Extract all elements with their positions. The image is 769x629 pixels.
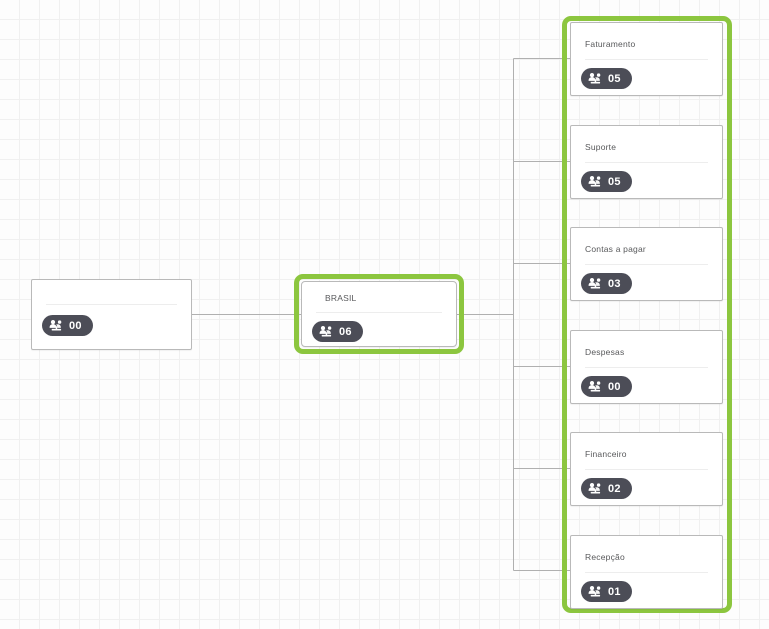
org-node-root-badge-row: 00 <box>32 305 191 337</box>
org-node-divider <box>585 469 708 470</box>
org-node-recepcao[interactable]: Recepção 01 <box>570 535 723 609</box>
member-count-badge[interactable]: 01 <box>581 581 632 602</box>
org-node-badge-row: 03 <box>571 265 722 295</box>
org-node-brasil-title: BRASIL <box>325 293 357 303</box>
member-count-value: 05 <box>608 72 621 85</box>
org-node-despesas[interactable]: Despesas 00 <box>570 330 723 404</box>
org-node-badge-row: 05 <box>571 163 722 193</box>
users-group-icon <box>588 380 603 393</box>
org-node-badge-row: 01 <box>571 573 722 603</box>
member-count-badge[interactable]: 00 <box>42 315 93 336</box>
member-count-value: 00 <box>608 380 621 393</box>
member-count-badge[interactable]: 02 <box>581 478 632 499</box>
org-node-brasil-divider <box>316 312 442 313</box>
member-count-value: 05 <box>608 175 621 188</box>
users-group-icon <box>319 325 334 338</box>
member-count-badge[interactable]: 05 <box>581 68 632 89</box>
member-count-badge[interactable]: 03 <box>581 273 632 294</box>
org-node-brasil[interactable]: BRASIL 06 <box>301 281 457 347</box>
member-count-badge[interactable]: 05 <box>581 171 632 192</box>
org-node-badge-row: 00 <box>571 368 722 398</box>
member-count-badge[interactable]: 06 <box>312 321 363 342</box>
org-node-suporte[interactable]: Suporte 05 <box>570 125 723 199</box>
org-node-title: Suporte <box>585 142 617 152</box>
org-node-brasil-badge-row: 06 <box>302 313 456 343</box>
member-count-value: 01 <box>608 585 621 598</box>
org-node-financeiro[interactable]: Financeiro 02 <box>570 432 723 506</box>
org-node-title: Financeiro <box>585 449 627 459</box>
member-count-value: 03 <box>608 277 621 290</box>
org-node-contas-a-pagar[interactable]: Contas a pagar 03 <box>570 227 723 301</box>
org-node-brasil-selection-ring <box>294 274 464 354</box>
org-node-title: Faturamento <box>585 39 636 49</box>
users-group-icon <box>49 319 64 332</box>
users-group-icon <box>588 585 603 598</box>
org-node-badge-row: 05 <box>571 60 722 90</box>
org-node-divider <box>585 367 708 368</box>
org-node-title: Recepção <box>585 552 625 562</box>
org-node-divider <box>585 59 708 60</box>
org-node-title: Contas a pagar <box>585 244 646 254</box>
member-count-value: 02 <box>608 482 621 495</box>
departments-selection-ring <box>562 16 732 613</box>
org-node-root-title <box>32 280 191 294</box>
users-group-icon <box>588 482 603 495</box>
member-count-value: 06 <box>339 325 352 338</box>
member-count-value: 00 <box>69 319 82 332</box>
org-node-title: Despesas <box>585 347 625 357</box>
users-group-icon <box>588 175 603 188</box>
org-node-root[interactable]: 00 <box>31 279 192 350</box>
users-group-icon <box>588 72 603 85</box>
org-node-divider <box>585 264 708 265</box>
org-node-divider <box>585 162 708 163</box>
org-node-divider <box>585 572 708 573</box>
org-node-faturamento[interactable]: Faturamento 05 <box>570 22 723 96</box>
org-node-badge-row: 02 <box>571 470 722 500</box>
org-node-root-divider <box>46 304 177 305</box>
users-group-icon <box>588 277 603 290</box>
member-count-badge[interactable]: 00 <box>581 376 632 397</box>
